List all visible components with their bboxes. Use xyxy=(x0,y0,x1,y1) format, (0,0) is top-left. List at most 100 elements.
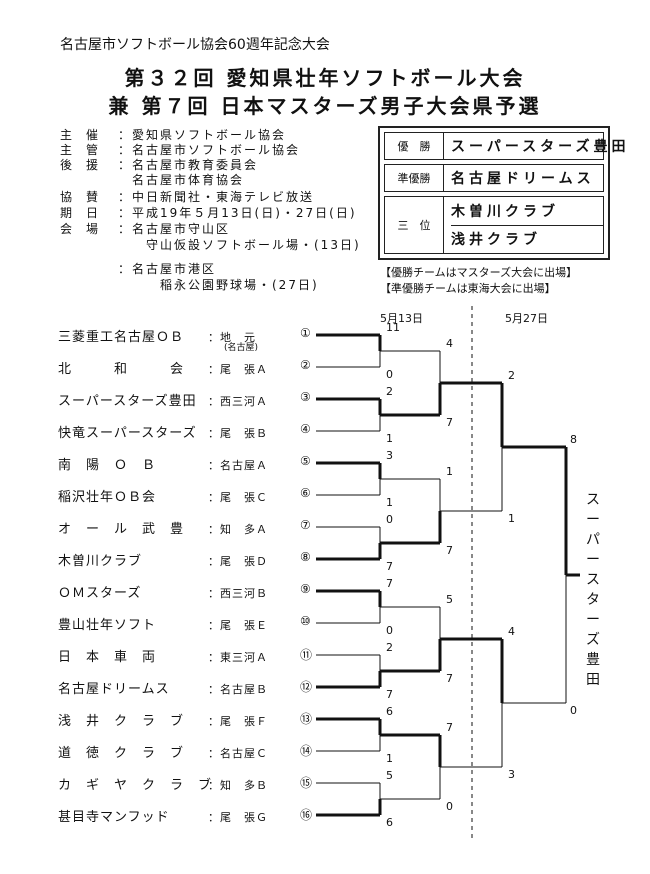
round3-score: 4 xyxy=(508,625,515,638)
seed-number: ⑤ xyxy=(300,454,311,468)
team-row: 木曽川クラブ：尾 張Ｄ xyxy=(58,550,268,569)
seed-number: ④ xyxy=(300,422,311,436)
round2-score: 7 xyxy=(446,544,453,557)
info-value: 名古屋市体育協会 xyxy=(118,173,245,187)
team-row: 浅 井 ク ラ ブ：尾 張Ｆ xyxy=(58,710,268,729)
team-row: 三菱重工名古屋ＯＢ ：地 元 xyxy=(58,326,256,345)
team-region: ：地 元 xyxy=(208,331,256,344)
team-region: ：尾 張Ａ xyxy=(208,363,268,376)
team-name: 豊山壮年ソフト xyxy=(58,618,157,633)
date-round-1: 5月13日 xyxy=(380,312,423,325)
team-name: ＯＭスターズ xyxy=(58,586,142,601)
team-name: 快竜スーパースターズ xyxy=(58,426,197,441)
team-region: ：尾 張Ｇ xyxy=(208,811,268,824)
round1-score: 6 xyxy=(386,816,393,829)
results-table: 優 勝 スーパースターズ豊田 準優勝 名古屋ドリームス 三 位 木曽川クラブ 浅… xyxy=(378,126,625,260)
team-region: ：知 多Ｂ xyxy=(208,779,268,792)
tournament-title: 第３２回 愛知県壮年ソフトボール大会 xyxy=(124,66,526,90)
seed-number: ⑮ xyxy=(300,776,313,790)
info-label: 協賛 xyxy=(60,190,113,204)
result-value: 名古屋ドリームス xyxy=(451,171,595,187)
team-region: ：尾 張Ｃ xyxy=(208,491,268,504)
team-row: 日 本 車 両：東三河Ａ xyxy=(58,646,268,665)
team-region: ：尾 張Ｂ xyxy=(208,427,268,440)
team-name: 名古屋ドリームス xyxy=(58,682,170,697)
seed-number: ⑥ xyxy=(300,486,311,500)
team-row: カ ギ ヤ ク ラ ブ：知 多Ｂ xyxy=(58,774,268,793)
round2-score: 4 xyxy=(446,337,453,350)
team-region: ：尾 張Ｅ xyxy=(208,619,268,632)
team-region: ：尾 張Ｄ xyxy=(208,555,268,568)
round3-score: 1 xyxy=(508,512,515,525)
team-name: カ ギ ヤ ク ラ ブ xyxy=(58,778,213,793)
result-value: スーパースターズ豊田 xyxy=(451,139,630,155)
final-score: 0 xyxy=(570,704,577,717)
team-row: オ ー ル 武 豊：知 多Ａ xyxy=(58,518,268,537)
seed-number: ⑨ xyxy=(300,582,311,596)
team-name: 稲沢壮年ＯＢ会 xyxy=(58,490,157,505)
result-row-third: 三 位 木曽川クラブ 浅井クラブ xyxy=(384,196,604,254)
seed-number: ⑬ xyxy=(300,712,313,726)
round2-score: 7 xyxy=(446,721,453,734)
round1-score: 2 xyxy=(386,385,393,398)
seed-number: ⑪ xyxy=(300,648,313,662)
round1-score: 1 xyxy=(386,432,393,445)
note-champion: 【優勝チームはマスターズ大会に出場】 xyxy=(380,266,578,279)
info-value: ：名古屋市港区 xyxy=(118,262,217,276)
seed-number: ① xyxy=(300,326,311,340)
round1-score: 7 xyxy=(386,560,393,573)
seed-number: ⑫ xyxy=(300,680,313,694)
info-value: 守山仮設ソフトボール場・(13日) xyxy=(118,238,361,252)
seed-number: ⑦ xyxy=(300,518,311,532)
info-block: 主催：愛知県ソフトボール協会 主管：名古屋市ソフトボール協会 後援：名古屋市教育… xyxy=(0,128,380,292)
team-row: 北 和 会：尾 張Ａ xyxy=(58,358,268,377)
result-value: 木曽川クラブ xyxy=(451,197,603,226)
round2-score: 7 xyxy=(446,672,453,685)
seed-number: ⑭ xyxy=(300,744,313,758)
team-row: 名古屋ドリームス ：名古屋Ｂ xyxy=(58,678,268,697)
team-region: ：知 多Ａ xyxy=(208,523,268,536)
info-label: 主催 xyxy=(60,128,113,142)
result-value: 浅井クラブ xyxy=(451,232,541,248)
seed-number: ⑧ xyxy=(300,550,311,564)
team-row: 道 徳 ク ラ ブ：名古屋Ｃ xyxy=(58,742,268,761)
info-value: ：名古屋市守山区 xyxy=(118,222,231,236)
team-region: ：西三河Ｂ xyxy=(208,587,268,600)
note-runner-up: 【準優勝チームは東海大会に出場】 xyxy=(380,282,556,295)
round1-score: 3 xyxy=(386,449,393,462)
round3-score: 3 xyxy=(508,768,515,781)
round2-score: 5 xyxy=(446,593,453,606)
date-round-2: 5月27日 xyxy=(505,312,548,325)
round1-score: 7 xyxy=(386,577,393,590)
info-value: ：名古屋市教育委員会 xyxy=(118,158,259,172)
round2-score: 1 xyxy=(446,465,453,478)
team-region-sub: (名古屋) xyxy=(224,343,259,353)
info-label: 会場 xyxy=(60,222,113,236)
team-name: 甚目寺マンフッド xyxy=(58,810,170,825)
round1-score: 0 xyxy=(386,513,393,526)
team-row: 甚目寺マンフッド ：尾 張Ｇ xyxy=(58,806,268,825)
seed-number: ③ xyxy=(300,390,311,404)
team-row: 豊山壮年ソフト ：尾 張Ｅ xyxy=(58,614,268,633)
team-row: 南 陽 Ｏ Ｂ：名古屋Ａ xyxy=(58,454,268,473)
team-region: ：名古屋Ａ xyxy=(208,459,268,472)
tournament-subtitle: 兼 第７回 日本マスターズ男子大会県予選 xyxy=(108,94,542,118)
team-region: ：尾 張Ｆ xyxy=(208,715,268,728)
team-region: ：名古屋Ｂ xyxy=(208,683,268,696)
team-region: ：西三河Ａ xyxy=(208,395,268,408)
seed-number: ② xyxy=(300,358,311,372)
round1-score: 1 xyxy=(386,496,393,509)
info-value: ：中日新聞社・東海テレビ放送 xyxy=(118,190,315,204)
round2-score: 0 xyxy=(446,800,453,813)
team-row: 稲沢壮年ＯＢ会 ：尾 張Ｃ xyxy=(58,486,268,505)
info-value: ：愛知県ソフトボール協会 xyxy=(118,128,287,142)
team-name: 三菱重工名古屋ＯＢ xyxy=(58,330,185,345)
round1-score: 6 xyxy=(386,705,393,718)
result-row-runner-up: 準優勝 名古屋ドリームス xyxy=(384,164,604,192)
result-row-champion: 優 勝 スーパースターズ豊田 xyxy=(384,132,625,160)
team-name: 道 徳 ク ラ ブ xyxy=(58,746,185,761)
info-label: 主管 xyxy=(60,143,113,157)
round1-score: 5 xyxy=(386,769,393,782)
round3-score: 2 xyxy=(508,369,515,382)
